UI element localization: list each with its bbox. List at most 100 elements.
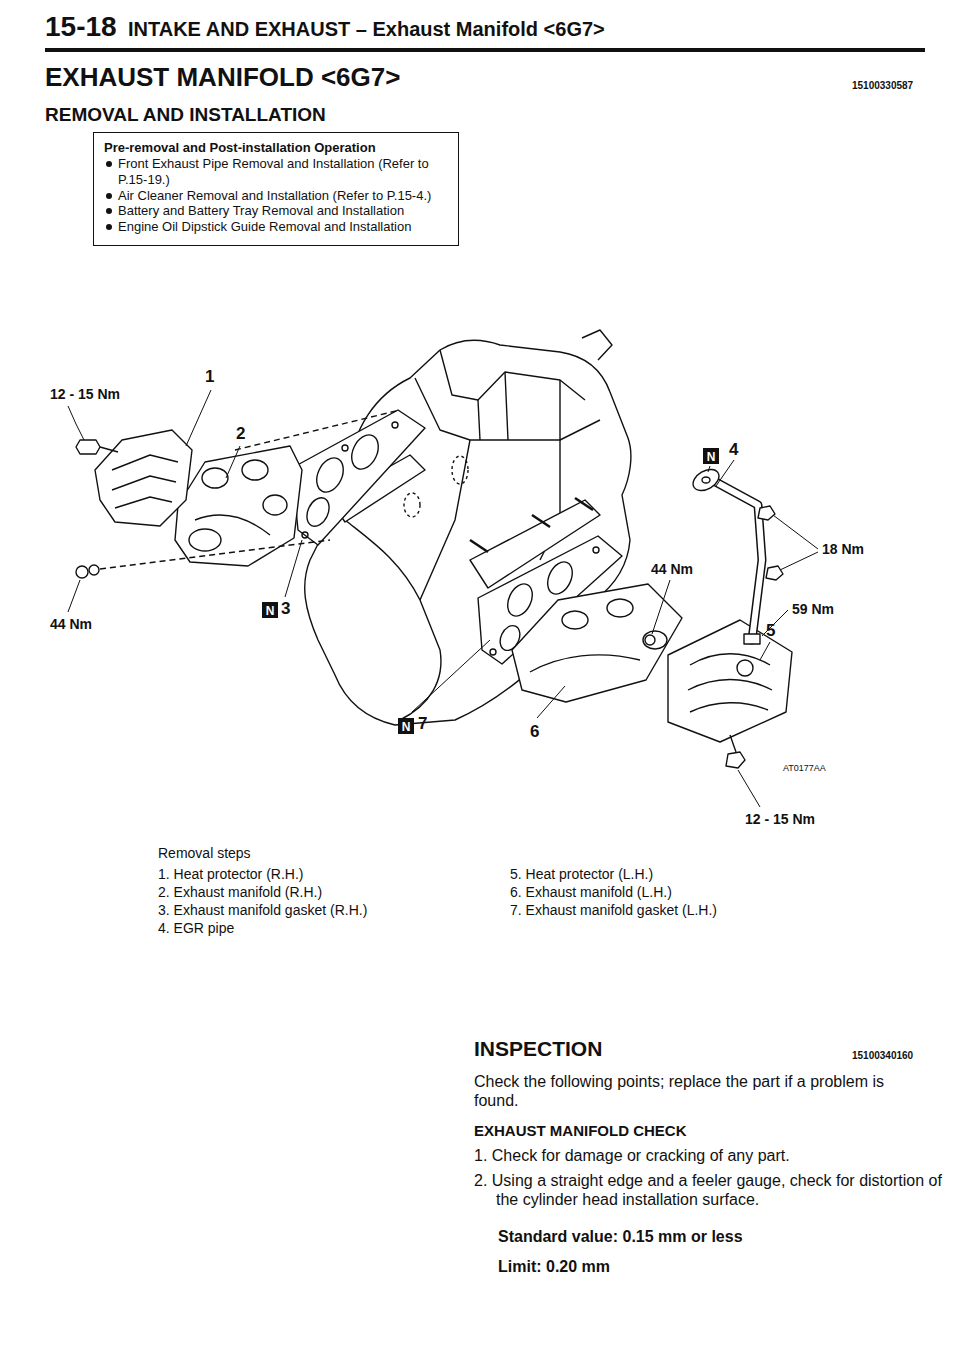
manifold-port (263, 495, 287, 515)
leader-line (186, 390, 211, 446)
callout-number: 4 (729, 440, 738, 460)
engine-detail (478, 372, 560, 440)
bullet-item: Air Cleaner Removal and Installation (Re… (118, 188, 431, 203)
leader-line (226, 446, 240, 478)
leader-line (738, 770, 760, 807)
gasket-port (347, 431, 384, 474)
section-heading: INSPECTION (474, 1036, 602, 1061)
egr-pipe-inner (712, 480, 762, 640)
engine-detail (404, 493, 420, 517)
exhaust-manifold-lh (512, 584, 682, 702)
page-number: 15-18 (45, 10, 117, 44)
heat-protector-hole (737, 660, 753, 676)
bullet-row: Air Cleaner Removal and Installation (Re… (104, 188, 448, 204)
heat-protector-rib (688, 654, 772, 712)
gasket-hole (342, 445, 348, 451)
leader-line (773, 515, 818, 549)
manifold-port (242, 460, 268, 480)
bullet-item: Front Exhaust Pipe Removal and Installat… (118, 156, 429, 187)
exhaust-manifold-rh (175, 446, 302, 566)
gasket-port (503, 580, 537, 620)
egr-pipe (712, 480, 762, 640)
gasket-rh (292, 410, 425, 545)
removal-step: 6. Exhaust manifold (L.H.) (510, 884, 672, 901)
manifold-detail (530, 655, 640, 672)
gasket-hole (490, 649, 496, 655)
stud (575, 498, 593, 510)
leader-line (708, 466, 710, 472)
stud (470, 540, 488, 552)
alignment-line (235, 410, 400, 450)
heat-protector-lh (668, 620, 792, 742)
leader-line (780, 552, 818, 570)
check-item: 2. Using a straight edge and a feeler ga… (474, 1171, 948, 1209)
torque-value: 18 Nm (822, 541, 864, 558)
running-header: INTAKE AND EXHAUST – Exhaust Manifold <6… (128, 17, 605, 41)
pre-removal-operation-box: Pre-removal and Post-installation Operat… (93, 132, 459, 246)
manifold-port (562, 611, 588, 629)
egr-nut (744, 634, 760, 644)
leader-line (68, 580, 80, 612)
engine-detail (452, 456, 468, 484)
manifold-port (607, 599, 633, 617)
egr-flange (689, 465, 722, 495)
gasket-hole (302, 532, 308, 538)
washer (89, 565, 99, 575)
check-item: 1. Check for damage or cracking of any p… (474, 1146, 948, 1165)
removal-step: 3. Exhaust manifold gasket (R.H.) (158, 902, 367, 919)
leader-line (412, 640, 490, 712)
leader-line (537, 686, 565, 718)
torque-value: 44 Nm (50, 616, 92, 633)
new-part-badge: N (398, 718, 414, 734)
manifold-outlet (189, 529, 221, 551)
bullet-dot (106, 161, 112, 167)
bullet-dot (106, 224, 112, 230)
page-title: EXHAUST MANIFOLD <6G7> (45, 62, 400, 93)
gasket-port (312, 454, 349, 497)
list-heading: Removal steps (158, 845, 251, 862)
new-part-badge: N (703, 448, 719, 464)
manifold-port (202, 468, 228, 488)
limit-value: Limit: 0.20 mm (498, 1257, 610, 1276)
nut (645, 635, 655, 645)
removal-step: 1. Heat protector (R.H.) (158, 866, 304, 883)
bullet-row: Front Exhaust Pipe Removal and Installat… (104, 156, 448, 188)
manifold-port (643, 631, 667, 649)
figure-code: AT0177AA (783, 763, 826, 774)
removal-step: 2. Exhaust manifold (R.H.) (158, 884, 322, 901)
bullet-dot (106, 193, 112, 199)
egr-flange-hole (702, 477, 710, 483)
callout-number: 1 (205, 367, 214, 387)
standard-value: Standard value: 0.15 mm or less (498, 1227, 743, 1246)
bullet-row: Battery and Battery Tray Removal and Ins… (104, 203, 448, 219)
callout-number: 3 (281, 599, 290, 619)
gasket-port (303, 494, 334, 530)
torque-value: 44 Nm (651, 561, 693, 578)
removal-step: 7. Exhaust manifold gasket (L.H.) (510, 902, 717, 919)
document-code: 15100330587 (852, 80, 913, 92)
gasket-hole (392, 422, 398, 428)
box-heading: Pre-removal and Post-installation Operat… (104, 140, 448, 156)
nut (76, 566, 88, 578)
torque-value: 59 Nm (792, 601, 834, 618)
engine-detail (345, 520, 441, 720)
sub-heading: EXHAUST MANIFOLD CHECK (474, 1122, 687, 1140)
callout-number: 7 (418, 714, 427, 734)
callout-number: 2 (236, 424, 245, 444)
removal-step: 5. Heat protector (L.H.) (510, 866, 653, 883)
gasket-hole (593, 547, 599, 553)
torque-value: 12 - 15 Nm (50, 386, 120, 403)
section-heading: REMOVAL AND INSTALLATION (45, 104, 326, 127)
callout-number: 5 (766, 621, 775, 641)
document-code: 15100340160 (852, 1050, 913, 1062)
engine-detail (440, 350, 585, 400)
leader-line (68, 406, 84, 440)
stud (532, 515, 550, 527)
leader-line (285, 540, 302, 597)
body-text: Check the following points; replace the … (474, 1072, 926, 1110)
heat-protector-rib (112, 455, 178, 508)
new-part-badge: N (262, 602, 278, 618)
leader-line (652, 580, 670, 634)
bullet-item: Battery and Battery Tray Removal and Ins… (118, 203, 404, 218)
bolt (76, 440, 100, 454)
